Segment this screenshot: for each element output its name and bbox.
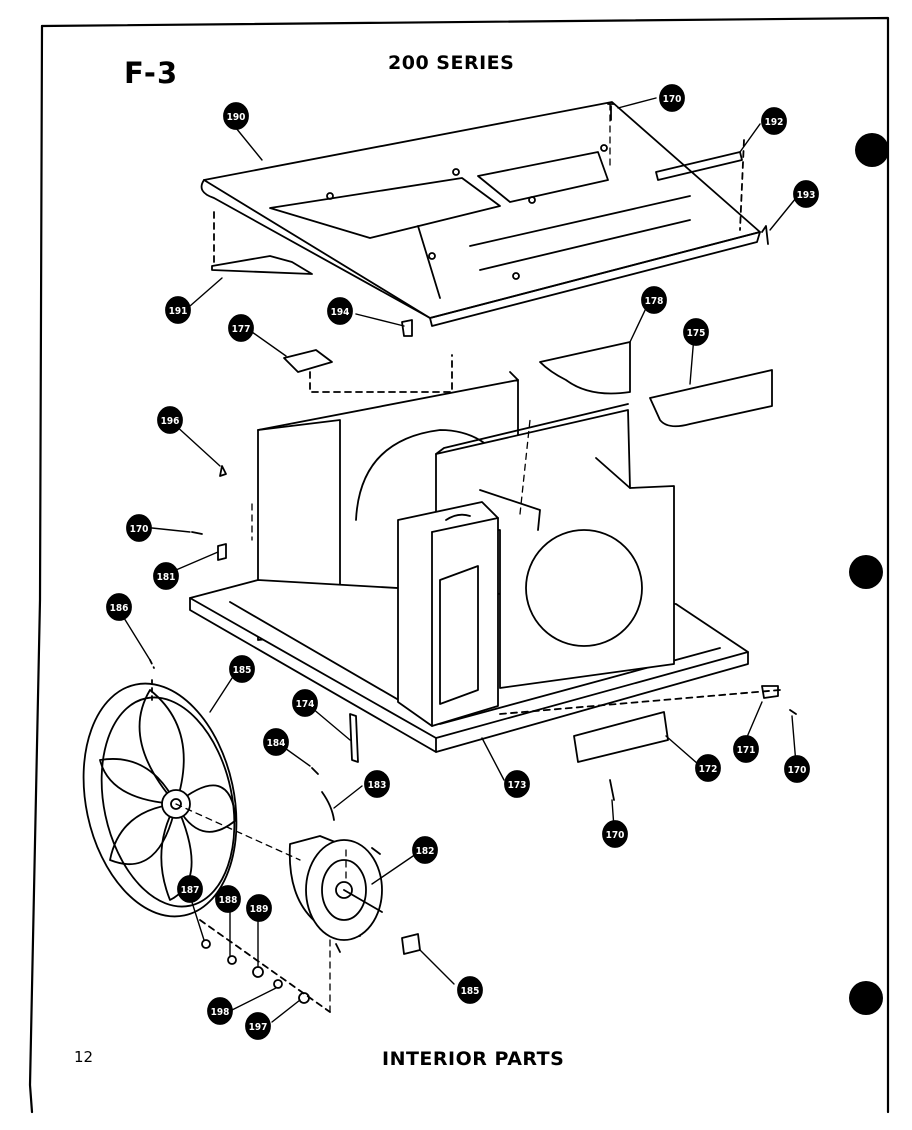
callout-190: 190 [223, 102, 249, 130]
callout-label: 190 [227, 112, 246, 123]
callout-label: 182 [416, 846, 435, 857]
bolt-184 [311, 767, 319, 775]
bracket-174 [349, 713, 359, 763]
callout-label: 189 [250, 904, 269, 915]
clip-194 [401, 319, 413, 337]
callout-label: 197 [249, 1022, 268, 1033]
callout-174: 174 [292, 689, 318, 717]
page-number: 12 [74, 1048, 94, 1066]
callout-label: 181 [157, 572, 176, 583]
binder-holes [849, 133, 889, 1015]
bulkhead-panel [435, 403, 675, 689]
binder-hole-top [855, 133, 889, 167]
callout-191: 191 [165, 296, 191, 324]
callout-171: 171 [733, 735, 759, 763]
screw-170-top [607, 103, 615, 121]
callout-193: 193 [793, 180, 819, 208]
callout-182: 182 [412, 836, 438, 864]
strip-192 [655, 139, 745, 231]
callout-label: 188 [219, 895, 238, 906]
callout-label: 175 [687, 328, 706, 339]
callout-186: 186 [106, 593, 132, 621]
mount-183 [321, 791, 335, 821]
callout-170: 170 [126, 514, 152, 542]
callout-187: 187 [177, 875, 203, 903]
callout-label: 171 [737, 745, 756, 756]
callout-185: 185 [457, 976, 483, 1004]
series-title: 200 SERIES [388, 52, 515, 74]
callout-label: 185 [233, 665, 252, 676]
callout-label: 198 [211, 1007, 230, 1018]
callout-177: 177 [228, 314, 254, 342]
callout-175: 175 [683, 318, 709, 346]
callout-bubbles: 190 170 192 193 191 194 177 178 175 196 170 181 186 1… [106, 84, 819, 1040]
callout-label: 193 [797, 190, 816, 201]
callout-label: 170 [606, 830, 625, 841]
callout-label: 174 [296, 699, 315, 710]
callout-197: 197 [245, 1012, 271, 1040]
screw-196 [219, 465, 227, 477]
screw-170-left [191, 531, 203, 535]
screw-170-right [789, 709, 797, 715]
page-border [28, 16, 890, 1114]
callout-196: 196 [157, 406, 183, 434]
callout-label: 186 [110, 603, 129, 614]
callout-leaders [123, 97, 797, 1023]
clip-193 [761, 225, 769, 245]
callout-label: 172 [699, 764, 718, 775]
callout-label: 196 [161, 416, 180, 427]
pad-177 [283, 349, 453, 393]
callout-label: 178 [645, 296, 664, 307]
hardware-stack [199, 919, 331, 1013]
callout-178: 178 [641, 286, 667, 314]
callout-181: 181 [153, 562, 179, 590]
control-box [397, 501, 499, 727]
callout-170: 170 [602, 820, 628, 848]
callout-label: 192 [765, 117, 784, 128]
binder-hole-bottom [849, 981, 883, 1015]
callout-label: 170 [663, 94, 682, 105]
baffle-175 [649, 369, 773, 428]
callout-192: 192 [761, 107, 787, 135]
callout-189: 189 [246, 894, 272, 922]
callout-170: 170 [784, 755, 810, 783]
callout-label: 170 [130, 524, 149, 535]
callout-184: 184 [263, 728, 289, 756]
callout-185: 185 [229, 655, 255, 683]
figure-caption: INTERIOR PARTS [382, 1048, 565, 1070]
callout-label: 191 [169, 306, 188, 317]
baffle-191 [211, 211, 313, 275]
connector-lines [175, 103, 611, 1013]
callout-label: 184 [267, 738, 286, 749]
clip-181 [217, 543, 227, 561]
callout-172: 172 [695, 754, 721, 782]
callout-194: 194 [327, 297, 353, 325]
baffle-178 [539, 341, 631, 395]
screw-170-bottom [609, 779, 615, 801]
callout-198: 198 [207, 997, 233, 1025]
top-cover [200, 101, 761, 327]
binder-hole-middle [849, 555, 883, 589]
callout-label: 183 [368, 780, 387, 791]
callout-188: 188 [215, 885, 241, 913]
callout-183: 183 [364, 770, 390, 798]
callout-label: 177 [232, 324, 251, 335]
callout-label: 185 [461, 986, 480, 997]
rail-172 [573, 711, 669, 763]
clip-171 [761, 685, 779, 699]
motor-mount-185 [401, 933, 421, 955]
callout-170: 170 [659, 84, 685, 112]
fan-motor [288, 835, 383, 953]
callout-label: 170 [788, 765, 807, 776]
callout-label: 187 [181, 885, 200, 896]
callout-173: 173 [504, 770, 530, 798]
callout-label: 194 [331, 307, 350, 318]
figure-id: F-3 [124, 56, 179, 90]
callout-label: 173 [508, 780, 527, 791]
rail-dash [499, 689, 781, 715]
